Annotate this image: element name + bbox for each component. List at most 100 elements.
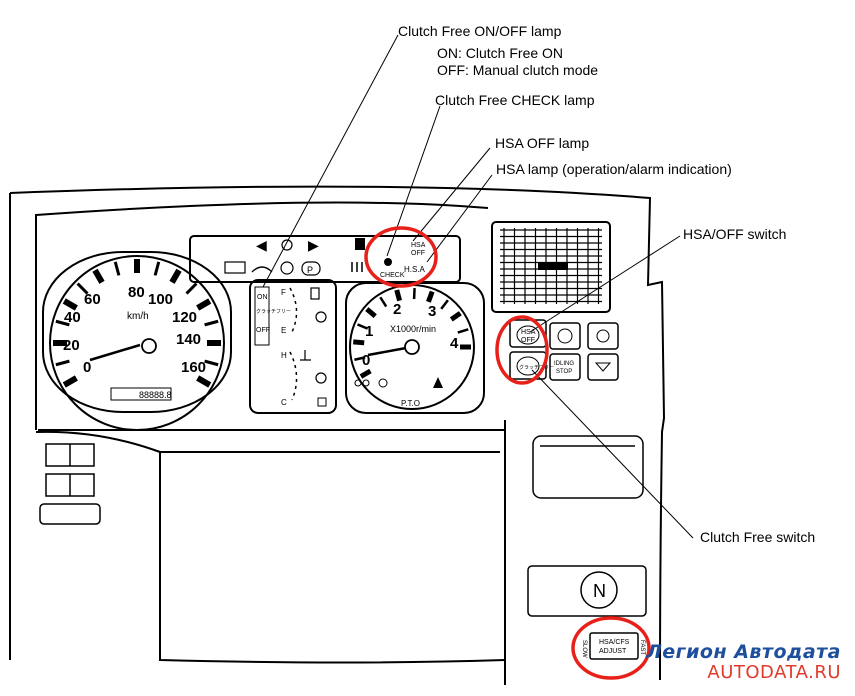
clutch-free-lamp-on: ON [257,294,268,301]
seatbelt-warning-icon [433,377,443,388]
adjust-dial-top: HSA/CFS [599,639,630,646]
fast-label: FAST [639,640,645,655]
gauge-tick [367,309,375,316]
rpm-scale-4: 4 [450,335,459,352]
watermark-brand: Легион Автодата [646,641,841,663]
speed-scale-20: 20 [63,337,80,354]
temp-hot-mark: H [281,351,287,360]
hsa-lamp-label: H.S.A [404,265,426,274]
gauge-tick [198,301,210,308]
abs-warning-icon [281,262,293,274]
right-turn-indicator-icon: ▶ [308,237,319,253]
headlight-icon [379,379,387,387]
gauge-tick [205,321,219,325]
speed-scale-140: 140 [176,331,201,348]
odometer-display: 88888.8 [139,390,172,400]
check-lamp-label: CHECK [380,272,405,279]
callout-clutch-free-lamp-title: Clutch Free ON/OFF lamp [398,23,561,39]
clutch-free-check-icon [384,258,392,266]
speed-scale-40: 40 [64,309,81,326]
gauge-tick [205,361,219,365]
idling-stop-bottom: STOP [556,369,572,375]
gauge-tick [380,297,386,306]
clutch-free-switch-text: クラッチフリー [519,365,554,371]
lamp-icon [316,312,326,322]
gauge-tick [155,262,159,276]
speed-scale-160: 160 [181,359,206,376]
exhaust-brake-icon [558,329,572,343]
gauge-tick [115,262,119,276]
callout-clutch-free-check-lamp: Clutch Free CHECK lamp [435,92,595,109]
callout-clutch-free-on: ON: Clutch Free ON [437,45,598,62]
gauge-tick [353,342,364,343]
leader-lines [263,35,693,538]
oil-pressure-icon [252,267,272,272]
coolant-temp-icon [300,350,311,360]
rpm-scale-3: 3 [428,303,436,320]
speedometer-needle [90,345,140,360]
idling-stop-top: IDLING [554,361,574,367]
hsa-off-lamp-top: HSA [411,242,426,249]
pto-label: P.T.O [401,399,420,408]
tachometer-hub [405,340,419,354]
watermark-url: AUTODATA.RU [646,663,841,683]
rpm-scale-2: 2 [393,301,401,318]
callout-clutch-free-switch: Clutch Free switch [700,529,815,546]
speed-scale-0: 0 [83,359,91,376]
rpm-unit: X1000r/min [390,324,436,334]
switch-cluster: HSA OFF クラッチフリー IDLING STOP [510,320,618,380]
speed-scale-60: 60 [84,291,101,308]
tachometer: 0 1 2 3 4 X1000r/min P.T.O [346,283,484,413]
left-panel-switches [40,444,100,524]
gauge-tick [95,270,102,282]
gauge-tick [64,378,76,385]
glow-icon [355,380,361,386]
speed-scale-120: 120 [172,309,197,326]
fuel-warning-icon [355,238,365,250]
clutch-free-lamp-off: OFF [256,327,270,334]
warning-light-strip: ◀ ▶ P CHECK HSA OFF H.S.A [190,236,460,282]
gauge-tick [441,300,448,309]
fuel-temperature-gauges: ON クラッチフリー OFF F E H C [250,280,336,413]
gauge-tick [186,284,196,294]
callout-clutch-free-lamp-detail: ON: Clutch Free ON OFF: Manual clutch mo… [437,45,598,79]
speed-scale-100: 100 [148,291,173,308]
callout-clutch-free-lamp: Clutch Free ON/OFF lamp [398,23,561,40]
slow-label: SLOW [581,640,587,658]
hazard-icon [596,363,610,371]
adjust-dial-bottom: ADJUST [599,648,627,655]
parking-brake-label: P [307,265,313,275]
gauge-tick [198,378,210,385]
hsa-off-switch-bottom: OFF [521,337,535,344]
callout-hsa-lamp: HSA lamp (operation/alarm indication) [496,161,732,178]
callout-clutch-free-off: OFF: Manual clutch mode [437,62,598,79]
gauge-tick [397,290,400,301]
speed-scale-80: 80 [128,284,145,301]
fuel-gauge-icon [311,288,319,299]
gauge-tick [451,313,460,319]
clutch-free-lamp-text: クラッチフリー [256,309,291,315]
gauge-tick [458,329,468,332]
speedometer-hub [142,339,156,353]
fuel-empty-mark: E [281,326,286,335]
callout-hsa-off-switch: HSA/OFF switch [683,226,786,243]
watermark-logo: Легион Автодата AUTODATA.RU [646,641,841,683]
glow-plug-icon [352,262,362,272]
gauge-tick [428,292,432,302]
speed-unit: km/h [127,311,149,322]
temp-cold-mark: C [281,398,287,407]
lamp-icon-2 [316,373,326,383]
tachometer-needle [368,348,406,355]
speedometer: 0 20 40 60 80 100 120 140 160 km/h 88888… [43,252,231,430]
gauge-tick [64,301,76,308]
fuel-full-mark: F [281,288,286,297]
fog-lamp-icon [597,330,609,342]
rpm-scale-1: 1 [365,323,373,340]
gauge-tick [172,270,179,282]
hsa-off-lamp-bottom: OFF [411,250,425,257]
battery-warning-icon [225,262,245,273]
left-turn-indicator-icon: ◀ [256,237,267,253]
neutral-symbol: N [593,581,606,601]
